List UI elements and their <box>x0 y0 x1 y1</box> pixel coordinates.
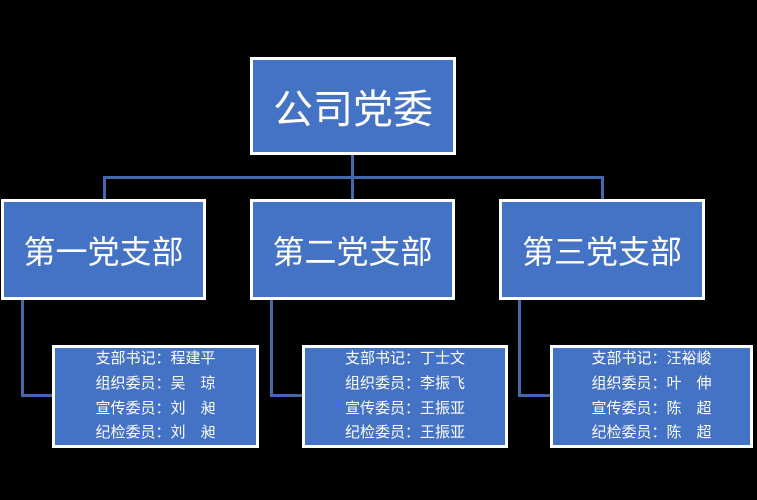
member-line: 支部书记：程建平 <box>95 350 216 368</box>
member-line: 支部书记：汪裕峻 <box>591 350 712 368</box>
org-node-branch-2-members: 支部书记：丁士文 组织委员：李振飞 宣传委员：王振亚 纪检委员：王振亚 <box>302 345 508 448</box>
member-line: 宣传委员：刘 昶 <box>95 399 216 417</box>
member-line: 纪检委员：陈 超 <box>591 424 712 442</box>
connector-elbow-branch-2-vertical <box>270 300 273 397</box>
connector-drop-branch-3 <box>601 176 604 200</box>
org-node-branch-3: 第三党支部 <box>499 199 705 300</box>
member-line: 组织委员：吴 琼 <box>95 374 216 392</box>
member-line: 支部书记：丁士文 <box>344 350 465 368</box>
member-line: 组织委员：李振飞 <box>344 374 465 392</box>
org-node-branch-1-members: 支部书记：程建平 组织委员：吴 琼 宣传委员：刘 昶 纪检委员：刘 昶 <box>52 345 259 448</box>
connector-elbow-branch-1-horizontal <box>21 394 52 397</box>
member-line: 组织委员：叶 伸 <box>591 374 712 392</box>
member-line: 宣传委员：王振亚 <box>344 399 465 417</box>
connector-elbow-branch-1-vertical <box>21 300 24 397</box>
connector-elbow-branch-3-vertical <box>518 300 521 397</box>
member-line: 纪检委员：刘 昶 <box>95 424 216 442</box>
member-line: 宣传委员：陈 超 <box>591 399 712 417</box>
connector-distribution-line <box>103 176 604 179</box>
branch-1-label: 第一党支部 <box>23 233 184 270</box>
root-label: 公司党委 <box>273 87 433 132</box>
member-line: 纪检委员：王振亚 <box>344 424 465 442</box>
org-node-branch-3-members: 支部书记：汪裕峻 组织委员：叶 伸 宣传委员：陈 超 纪检委员：陈 超 <box>550 345 753 448</box>
connector-elbow-branch-3-horizontal <box>518 394 550 397</box>
connector-elbow-branch-2-horizontal <box>270 394 302 397</box>
org-node-root: 公司党委 <box>250 57 456 155</box>
org-node-branch-1: 第一党支部 <box>1 199 206 300</box>
branch-3-label: 第三党支部 <box>521 233 682 270</box>
org-node-branch-2: 第二党支部 <box>250 199 455 300</box>
connector-drop-branch-1 <box>103 176 106 200</box>
branch-2-label: 第二党支部 <box>272 233 433 270</box>
